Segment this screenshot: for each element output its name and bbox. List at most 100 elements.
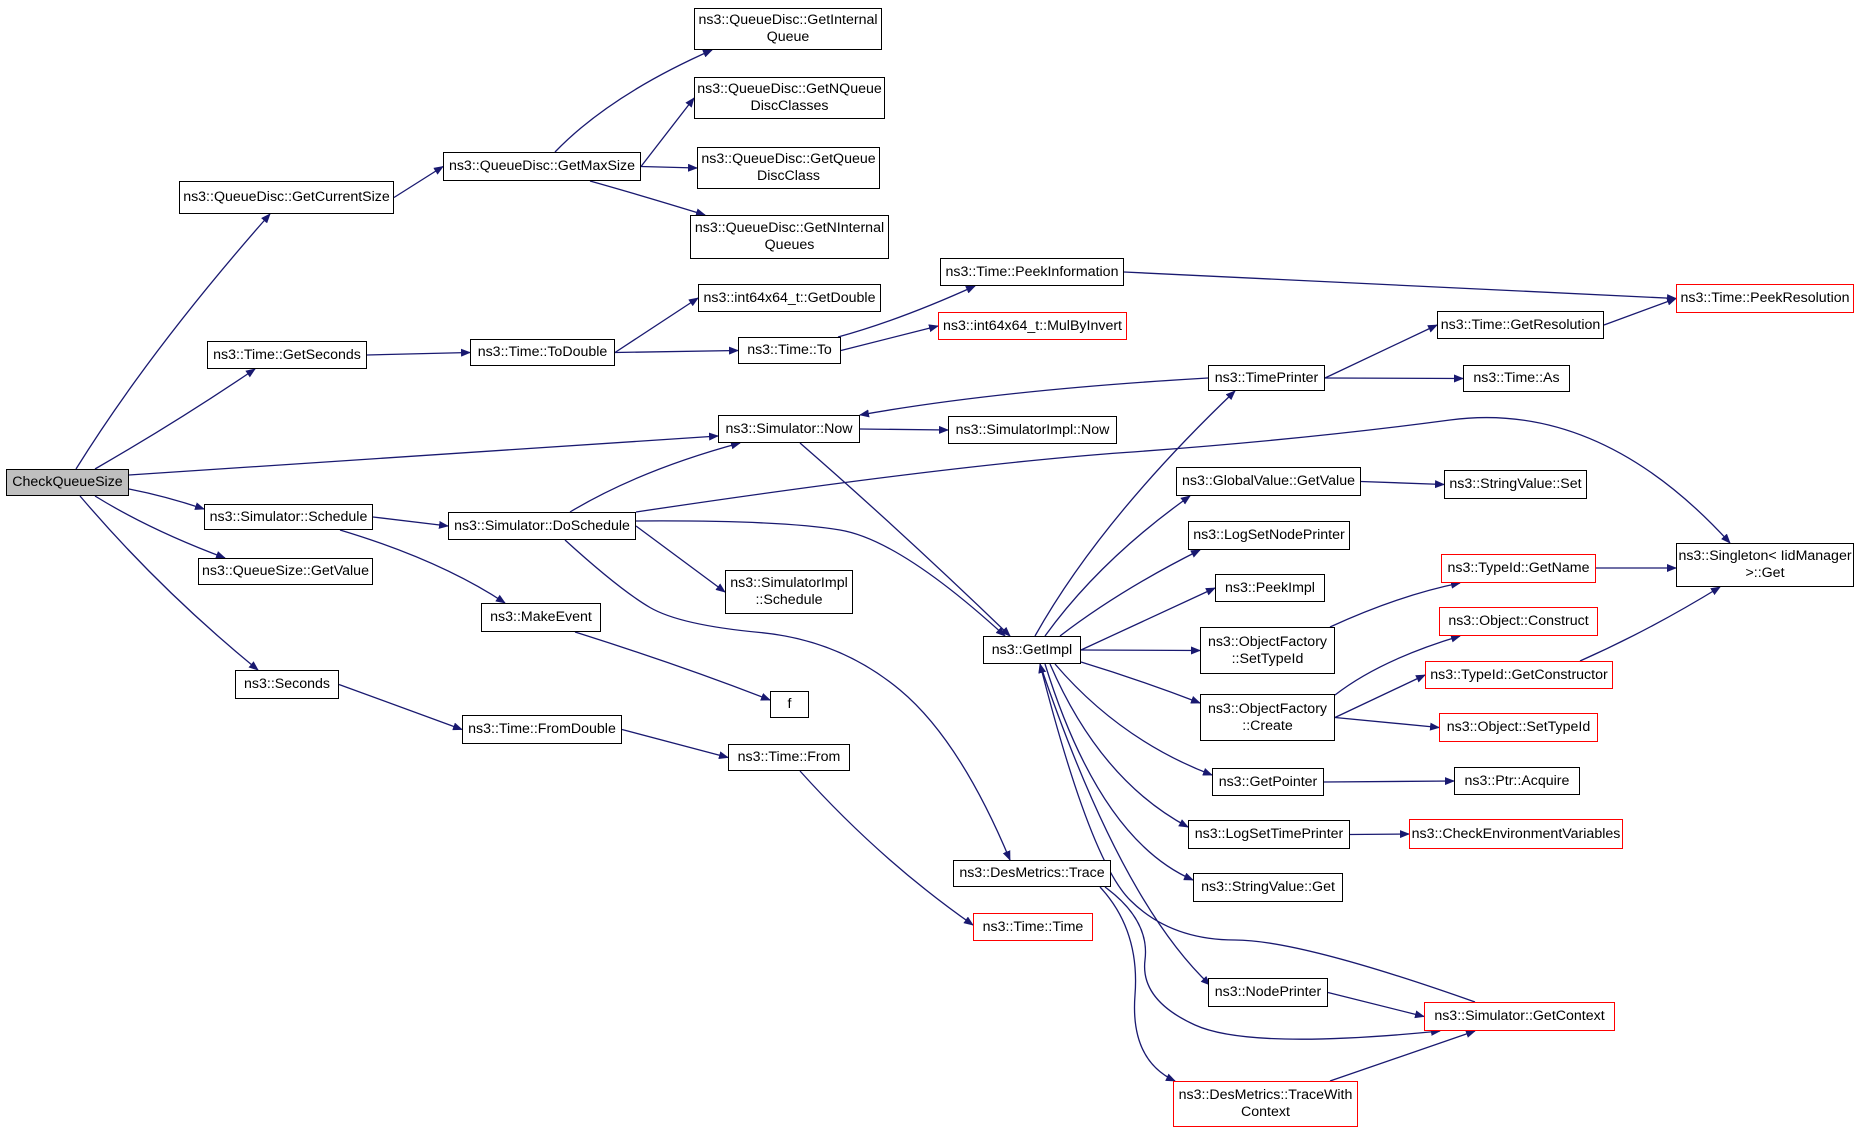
node-time-fromdouble[interactable]: ns3::Time::FromDouble <box>462 715 622 744</box>
node-qd-getninternalqueues[interactable]: ns3::QueueDisc::GetNInternal Queues <box>690 215 889 259</box>
node-qd-getqueuediscclass[interactable]: ns3::QueueDisc::GetQueue DiscClass <box>697 147 880 189</box>
edge-simulator-doschedule-to-singleton-get <box>635 416 1731 544</box>
node-ptr-acquire[interactable]: ns3::Ptr::Acquire <box>1454 767 1580 795</box>
edge-getimpl-to-peekimpl <box>1080 587 1216 651</box>
edge-checkqueuesize-to-seconds <box>79 495 259 671</box>
edge-time-to-to-int64-mulbyinvert <box>840 324 939 352</box>
edge-simulator-now-to-simulatorimpl-now <box>859 425 949 434</box>
edge-getpointer-to-ptr-acquire <box>1323 777 1455 786</box>
node-checkqueuesize[interactable]: CheckQueueSize <box>6 469 129 496</box>
edge-typeid-getconstructor-to-singleton-get <box>1579 586 1721 662</box>
node-int64-getdouble[interactable]: ns3::int64x64_t::GetDouble <box>698 284 881 312</box>
edge-desmetrics-trace-to-simulator-getcontext <box>1104 886 1441 1040</box>
edge-time-to-to-time-peekinformation <box>837 285 976 338</box>
node-logsettimeprinter[interactable]: ns3::LogSetTimePrinter <box>1188 820 1350 849</box>
edge-qd-getmaxsize-to-qd-getinternalqueue <box>554 49 713 153</box>
node-simulator-doschedule[interactable]: ns3::Simulator::DoSchedule <box>448 512 636 540</box>
node-getpointer[interactable]: ns3::GetPointer <box>1212 768 1324 796</box>
edge-getimpl-to-objectfactory-settypeid <box>1080 646 1201 655</box>
edge-timeprinter-to-simulator-now <box>859 377 1209 418</box>
edge-time-todouble-to-int64-getdouble <box>614 297 699 354</box>
node-timeprinter[interactable]: ns3::TimePrinter <box>1208 365 1325 391</box>
node-globalvalue-getvalue[interactable]: ns3::GlobalValue::GetValue <box>1176 467 1361 496</box>
node-seconds[interactable]: ns3::Seconds <box>235 670 339 699</box>
node-desmetrics-trace[interactable]: ns3::DesMetrics::Trace <box>953 860 1111 887</box>
edge-checkqueuesize-to-queuesize-getvalue <box>94 495 226 559</box>
edge-checkqueuesize-to-simulator-schedule <box>128 488 205 510</box>
edge-seconds-to-time-fromdouble <box>338 683 463 731</box>
edge-time-from-to-time-time <box>799 770 974 926</box>
node-typeid-getconstructor[interactable]: ns3::TypeId::GetConstructor <box>1425 661 1613 689</box>
node-simulatorimpl-schedule[interactable]: ns3::SimulatorImpl ::Schedule <box>725 570 853 614</box>
node-simulator-schedule[interactable]: ns3::Simulator::Schedule <box>204 504 373 530</box>
edge-getimpl-to-logsetnodeprinter <box>1059 549 1201 637</box>
edge-objectfactory-create-to-typeid-getconstructor <box>1334 674 1426 719</box>
node-typeid-getname[interactable]: ns3::TypeId::GetName <box>1441 554 1596 583</box>
edge-simulator-doschedule-to-getimpl <box>635 520 1006 637</box>
node-makeevent[interactable]: ns3::MakeEvent <box>481 603 601 632</box>
node-stringvalue-set[interactable]: ns3::StringValue::Set <box>1444 470 1587 499</box>
node-getimpl[interactable]: ns3::GetImpl <box>983 636 1081 664</box>
node-logsetnodeprinter[interactable]: ns3::LogSetNodePrinter <box>1188 521 1350 550</box>
node-object-construct[interactable]: ns3::Object::Construct <box>1439 607 1598 636</box>
edge-simulator-schedule-to-makeevent <box>339 529 506 604</box>
node-queuesize-getvalue[interactable]: ns3::QueueSize::GetValue <box>198 558 373 585</box>
node-time-getseconds[interactable]: ns3::Time::GetSeconds <box>207 341 367 369</box>
node-simulatorimpl-now[interactable]: ns3::SimulatorImpl::Now <box>948 416 1117 444</box>
edge-desmetrics-trace-to-desmetrics-tracewithcontext <box>1099 886 1176 1082</box>
edge-getimpl-to-timeprinter <box>1034 390 1236 637</box>
edge-time-getseconds-to-time-todouble <box>366 348 471 357</box>
edge-getimpl-to-nodeprinter <box>1039 663 1211 986</box>
edge-objectfactory-settypeid-to-typeid-getname <box>1329 580 1461 628</box>
node-int64-mulbyinvert[interactable]: ns3::int64x64_t::MulByInvert <box>938 312 1127 340</box>
node-stringvalue-get[interactable]: ns3::StringValue::Get <box>1193 873 1343 902</box>
node-time-getresolution[interactable]: ns3::Time::GetResolution <box>1437 311 1604 339</box>
node-objectfactory-create[interactable]: ns3::ObjectFactory ::Create <box>1200 694 1335 741</box>
node-time-peekresolution[interactable]: ns3::Time::PeekResolution <box>1676 284 1854 313</box>
node-qd-getnqueuediscclasses[interactable]: ns3::QueueDisc::GetNQueue DiscClasses <box>694 77 885 119</box>
node-simulator-now[interactable]: ns3::Simulator::Now <box>718 415 860 443</box>
edge-qd-getmaxsize-to-qd-getnqueuediscclasses <box>640 97 695 167</box>
edge-simulator-doschedule-to-simulatorimpl-schedule <box>635 525 726 593</box>
edge-getimpl-to-objectfactory-create <box>1080 661 1201 704</box>
node-object-settypeid[interactable]: ns3::Object::SetTypeId <box>1439 713 1598 742</box>
node-qd-getinternalqueue[interactable]: ns3::QueueDisc::GetInternal Queue <box>694 8 882 50</box>
node-qd-getcurrentsize[interactable]: ns3::QueueDisc::GetCurrentSize <box>179 181 394 214</box>
node-peekimpl[interactable]: ns3::PeekImpl <box>1215 574 1325 602</box>
edge-qd-getmaxsize-to-qd-getqueuediscclass <box>640 163 698 172</box>
edge-getimpl-to-globalvalue-getvalue <box>1044 495 1191 637</box>
node-nodeprinter[interactable]: ns3::NodePrinter <box>1208 978 1328 1007</box>
node-qd-getmaxsize[interactable]: ns3::QueueDisc::GetMaxSize <box>443 152 641 181</box>
edge-simulator-doschedule-to-desmetrics-trace <box>564 539 1011 861</box>
edge-objectfactory-create-to-object-construct <box>1334 634 1461 696</box>
node-time-time[interactable]: ns3::Time::Time <box>973 913 1093 941</box>
edge-nodeprinter-to-simulator-getcontext <box>1327 991 1425 1019</box>
node-desmetrics-tracewithcontext[interactable]: ns3::DesMetrics::TraceWith Context <box>1173 1081 1358 1127</box>
node-f[interactable]: f <box>770 691 809 718</box>
node-time-as[interactable]: ns3::Time::As <box>1463 365 1570 392</box>
edge-getimpl-to-logsettimeprinter <box>1049 663 1189 828</box>
node-objectfactory-settypeid[interactable]: ns3::ObjectFactory ::SetTypeId <box>1200 627 1335 674</box>
edge-objectfactory-create-to-object-settypeid <box>1334 716 1440 731</box>
edge-simulator-schedule-to-simulator-doschedule <box>372 516 449 529</box>
edge-simulator-now-to-getimpl <box>799 442 1011 637</box>
edge-getimpl-to-stringvalue-get <box>1044 663 1194 881</box>
node-checkenvironmentvariables[interactable]: ns3::CheckEnvironmentVariables <box>1409 819 1623 849</box>
node-time-from[interactable]: ns3::Time::From <box>728 744 850 771</box>
edge-time-fromdouble-to-time-from <box>621 728 729 760</box>
node-time-peekinformation[interactable]: ns3::Time::PeekInformation <box>940 258 1124 286</box>
edge-makeevent-to-f <box>574 631 771 701</box>
node-simulator-getcontext[interactable]: ns3::Simulator::GetContext <box>1424 1002 1615 1031</box>
edge-logsettimeprinter-to-checkenvironmentvariables <box>1349 830 1410 839</box>
edge-checkqueuesize-to-simulator-now <box>128 432 719 476</box>
node-time-todouble[interactable]: ns3::Time::ToDouble <box>470 339 615 366</box>
edge-desmetrics-tracewithcontext-to-simulator-getcontext <box>1329 1030 1476 1082</box>
node-time-to[interactable]: ns3::Time::To <box>738 337 841 364</box>
edge-simulator-doschedule-to-simulator-now <box>569 441 741 513</box>
edge-checkqueuesize-to-time-getseconds <box>94 368 256 470</box>
edge-time-todouble-to-time-to <box>614 346 739 355</box>
edge-qd-getcurrentsize-to-qd-getmaxsize <box>393 165 444 199</box>
edge-globalvalue-getvalue-to-stringvalue-set <box>1360 480 1445 489</box>
node-singleton-get[interactable]: ns3::Singleton< IidManager >::Get <box>1676 543 1854 587</box>
edge-checkqueuesize-to-qd-getcurrentsize <box>75 213 271 470</box>
